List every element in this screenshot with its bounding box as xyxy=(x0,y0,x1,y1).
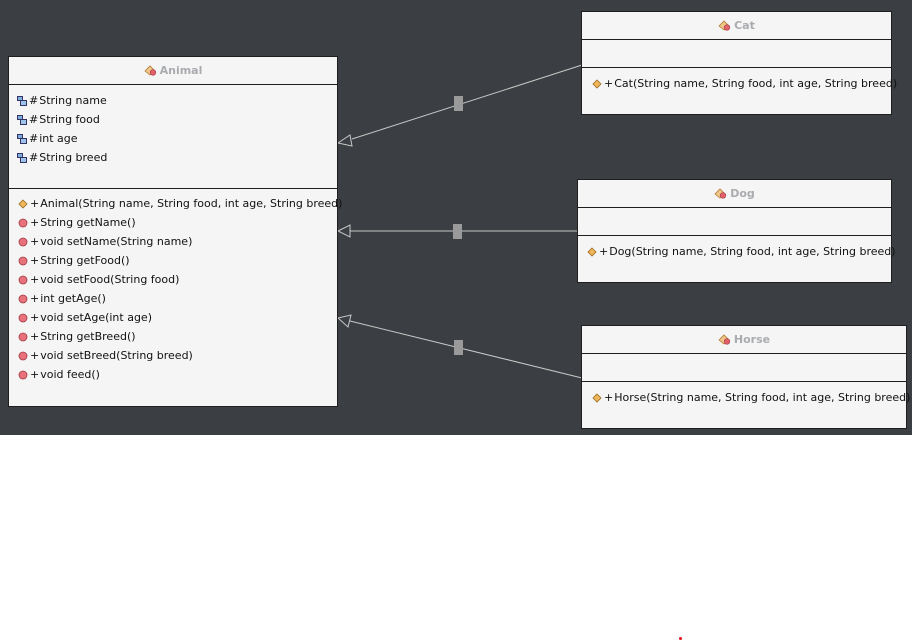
method-row[interactable]: + void setName(String name) xyxy=(18,232,337,251)
method-row[interactable]: + int getAge() xyxy=(18,289,337,308)
generalization-arrowhead xyxy=(336,134,353,147)
methods-section: + Horse(String name, String food, int ag… xyxy=(582,382,910,407)
method-row[interactable]: + String getBreed() xyxy=(18,327,337,346)
method-icon xyxy=(18,294,28,303)
edge-horse-animal[interactable] xyxy=(336,314,583,379)
method-icon xyxy=(18,256,28,265)
methods-section: + Cat(String name, String food, int age,… xyxy=(582,68,897,93)
method-icon xyxy=(18,332,28,341)
class-name: Dog xyxy=(730,187,755,200)
method-icon xyxy=(18,275,28,284)
class-icon xyxy=(714,188,727,199)
class-icon xyxy=(144,65,156,76)
class-name: Cat xyxy=(734,19,755,32)
field-row[interactable]: # String breed xyxy=(17,148,337,167)
method-row[interactable]: + void setFood(String food) xyxy=(18,270,337,289)
method-row[interactable]: + String getName() xyxy=(18,213,337,232)
class-icon xyxy=(718,334,730,345)
field-icon xyxy=(17,95,27,106)
class-header: Cat xyxy=(582,12,891,40)
edges-layer xyxy=(336,64,583,379)
class-header: Dog xyxy=(578,180,891,208)
edge-dog-animal[interactable] xyxy=(336,224,578,239)
field-icon xyxy=(17,114,27,125)
field-row[interactable]: # String food xyxy=(17,110,337,129)
method-icon xyxy=(18,218,28,227)
constructor-icon xyxy=(18,198,28,209)
diagram-canvas[interactable]: Animal # String name # String food xyxy=(0,0,912,435)
class-animal[interactable]: Animal # String name # String food xyxy=(8,56,342,407)
field-row[interactable]: # String name xyxy=(17,91,337,110)
constructor-icon xyxy=(587,246,597,257)
fields-section xyxy=(582,40,891,68)
red-dot-marker xyxy=(679,637,682,640)
constructor-icon xyxy=(592,392,602,403)
method-row[interactable]: + void setBreed(String breed) xyxy=(18,346,337,365)
method-icon xyxy=(18,313,28,322)
field-icon xyxy=(17,152,27,163)
method-icon xyxy=(18,370,28,379)
class-header: Animal xyxy=(9,57,337,85)
method-row[interactable]: + Animal(String name, String food, int a… xyxy=(18,194,342,213)
edge-handle[interactable] xyxy=(453,224,462,239)
method-row[interactable]: + Horse(String name, String food, int ag… xyxy=(592,388,910,407)
method-row[interactable]: + Cat(String name, String food, int age,… xyxy=(592,74,897,93)
class-header: Horse xyxy=(582,326,906,354)
edge-handle[interactable] xyxy=(454,96,463,111)
fields-section xyxy=(578,208,891,236)
method-row[interactable]: + void feed() xyxy=(18,365,337,384)
edge-handle[interactable] xyxy=(454,340,463,355)
class-name: Horse xyxy=(733,333,771,346)
class-cat[interactable]: Cat + Cat(String name, String food, int … xyxy=(581,11,897,115)
edge-cat-animal[interactable] xyxy=(336,64,583,147)
fields-section xyxy=(582,354,906,382)
methods-section: + Dog(String name, String food, int age,… xyxy=(578,236,896,261)
methods-section: + Animal(String name, String food, int a… xyxy=(9,189,342,384)
method-row[interactable]: + String getFood() xyxy=(18,251,337,270)
method-icon xyxy=(18,237,28,246)
method-icon xyxy=(18,351,28,360)
field-row[interactable]: # int age xyxy=(17,129,337,148)
constructor-icon xyxy=(592,78,602,89)
method-row[interactable]: + void setAge(int age) xyxy=(18,308,337,327)
method-row[interactable]: + Dog(String name, String food, int age,… xyxy=(587,242,896,261)
field-icon xyxy=(17,133,27,144)
generalization-arrowhead xyxy=(336,314,352,328)
fields-section: # String name # String food # int age xyxy=(9,85,337,189)
generalization-arrowhead xyxy=(336,224,351,238)
class-name: Animal xyxy=(159,64,203,77)
class-icon xyxy=(718,20,731,31)
class-dog[interactable]: Dog + Dog(String name, String food, int … xyxy=(577,179,896,283)
class-horse[interactable]: Horse + Horse(String name, String food, … xyxy=(581,325,910,429)
